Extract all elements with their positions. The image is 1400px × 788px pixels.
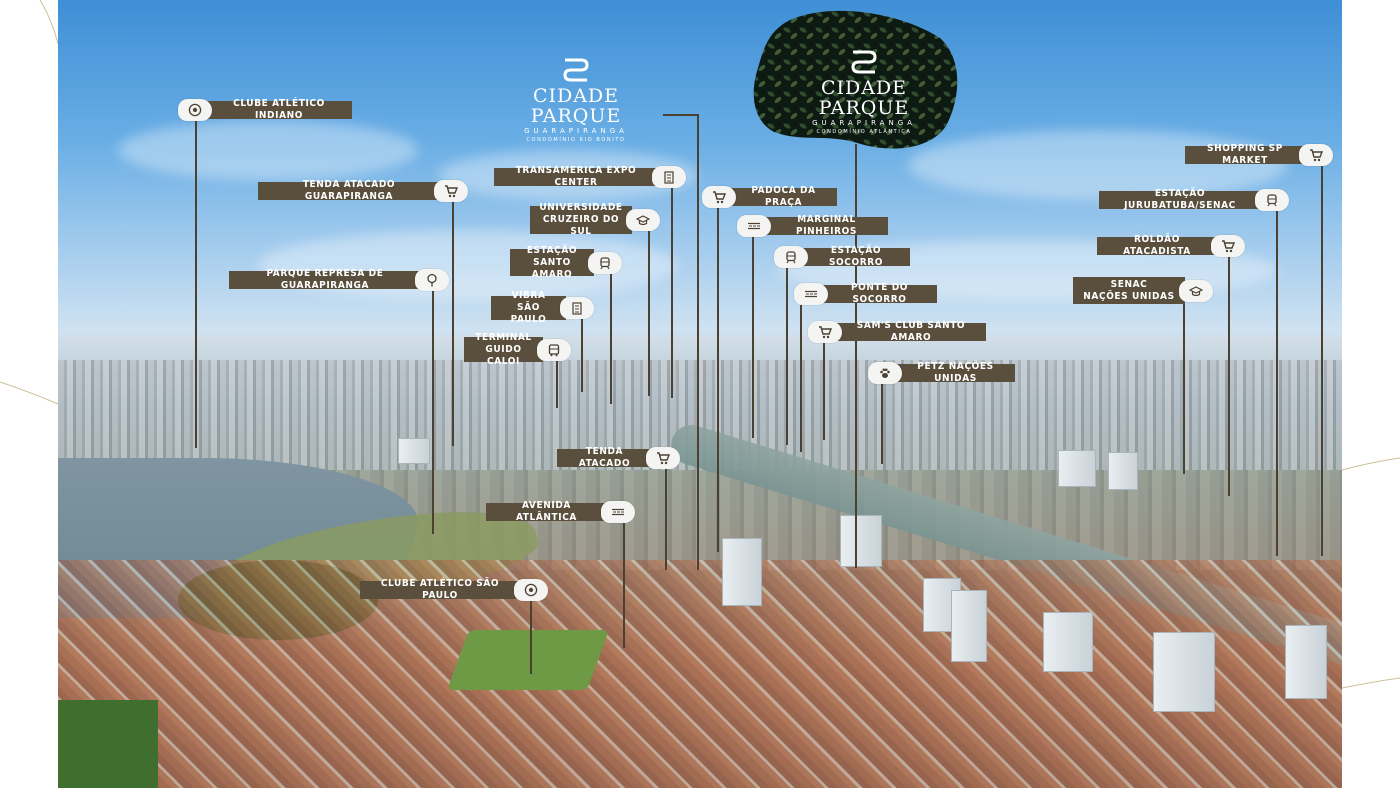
poi-label[interactable]: PETZ NAÇÕES UNIDAS <box>896 361 1015 384</box>
logo-atlantica: CIDADE PARQUE GUARAPIRANGA CONDOMÍNIO AT… <box>780 48 948 136</box>
marker-leader-line <box>195 121 197 448</box>
marker-leader-line <box>1228 257 1230 496</box>
poi-label[interactable]: VIBRA SÃO PAULO <box>491 290 566 325</box>
bus-icon <box>537 338 571 361</box>
poi-label[interactable]: PONTE DO SOCORRO <box>822 282 937 305</box>
poi-label[interactable]: ESTAÇÃO JURUBATUBA/SENAC <box>1099 188 1261 211</box>
logo-name: CIDADE PARQUE <box>530 85 622 127</box>
road-icon <box>601 501 635 523</box>
marker-leader-line <box>1183 301 1185 474</box>
marker-leader-line <box>452 202 454 446</box>
poi-label[interactable]: UNIVERSIDADE CRUZEIRO DO SUL <box>530 202 632 237</box>
graduation-cap-icon <box>626 209 660 231</box>
marker-leader-line <box>800 305 802 452</box>
marker-leader-line <box>1321 166 1323 556</box>
logo-sub: GUARAPIRANGA <box>812 119 916 127</box>
poi-label[interactable]: SHOPPING SP MARKET <box>1185 143 1305 166</box>
marker-leader-line <box>556 360 558 408</box>
logo-condo: CONDOMÍNIO RIO BONITO <box>526 137 626 143</box>
marker-leader-line <box>881 384 883 464</box>
marker-leader-line <box>1276 211 1278 556</box>
cart-icon <box>1299 144 1333 166</box>
cart-icon <box>646 447 680 469</box>
cart-icon <box>434 180 468 202</box>
tree-icon <box>415 269 449 291</box>
marker-leader-line <box>530 601 532 674</box>
poi-label[interactable]: PARQUE REPRESA DE GUARAPIRANGA <box>229 268 421 291</box>
road-icon <box>794 283 828 305</box>
marker-leader-line <box>786 268 788 445</box>
cart-icon <box>702 186 736 208</box>
poi-label[interactable]: TRANSAMERICA EXPO CENTER <box>494 165 658 188</box>
soccer-ball-icon <box>514 579 548 601</box>
train-icon <box>588 251 622 274</box>
marker-leader-line <box>665 469 667 570</box>
poi-label[interactable]: ESTAÇÃO SANTO AMARO <box>510 245 594 280</box>
marker-leader-line <box>752 237 754 438</box>
poi-label[interactable]: TENDA ATACADO GUARAPIRANGA <box>258 179 440 202</box>
building-icon <box>560 297 594 319</box>
poi-label[interactable]: SAM'S CLUB SANTO AMARO <box>836 320 986 343</box>
poi-label[interactable]: ESTAÇÃO SOCORRO <box>802 245 910 268</box>
logo-condo: CONDOMÍNIO ATLÂNTICA <box>816 129 912 135</box>
poi-label[interactable]: CLUBE ATLÉTICO SÃO PAULO <box>360 578 520 601</box>
soccer-ball-icon <box>178 99 212 121</box>
logo-leaf-badge <box>753 10 958 149</box>
logo-sub: GUARAPIRANGA <box>524 127 628 135</box>
logo-name: CIDADE PARQUE <box>818 77 910 119</box>
poi-label[interactable]: TERMINAL GUIDO CALOI <box>464 332 543 367</box>
marker-leader-line <box>610 273 612 404</box>
marker-leader-line <box>648 231 650 396</box>
train-icon <box>1255 189 1289 211</box>
poi-label[interactable]: PADOCA DA PRAÇA <box>730 185 837 208</box>
cart-icon <box>1211 235 1245 257</box>
poi-label[interactable]: SENAC NAÇÕES UNIDAS <box>1073 277 1185 304</box>
marker-leader-line <box>717 208 719 552</box>
graduation-cap-icon <box>1179 279 1213 302</box>
brand-mark-icon <box>851 50 877 74</box>
marker-leader-line <box>581 319 583 392</box>
logo-rio-bonito: CIDADE PARQUE GUARAPIRANGA CONDOMÍNIO RI… <box>492 56 660 144</box>
poi-label[interactable]: TENDA ATACADO <box>557 446 652 469</box>
poi-label[interactable]: ROLDÃO ATACADISTA <box>1097 234 1217 257</box>
poi-label[interactable]: CLUBE ATLÉTICO INDIANO <box>206 98 352 121</box>
building-icon <box>652 166 686 188</box>
train-icon <box>774 246 808 268</box>
cart-icon <box>808 321 842 343</box>
marker-leader-line <box>823 343 825 440</box>
marker-leader-line <box>671 188 673 398</box>
poi-label[interactable]: MARGINAL PINHEIROS <box>765 214 888 237</box>
paw-icon <box>868 362 902 384</box>
road-icon <box>737 215 771 237</box>
marker-leader-line <box>432 291 434 534</box>
marker-leader-line <box>623 523 625 648</box>
poi-label[interactable]: AVENIDA ATLÂNTICA <box>486 500 607 523</box>
brand-mark-icon <box>563 58 589 82</box>
